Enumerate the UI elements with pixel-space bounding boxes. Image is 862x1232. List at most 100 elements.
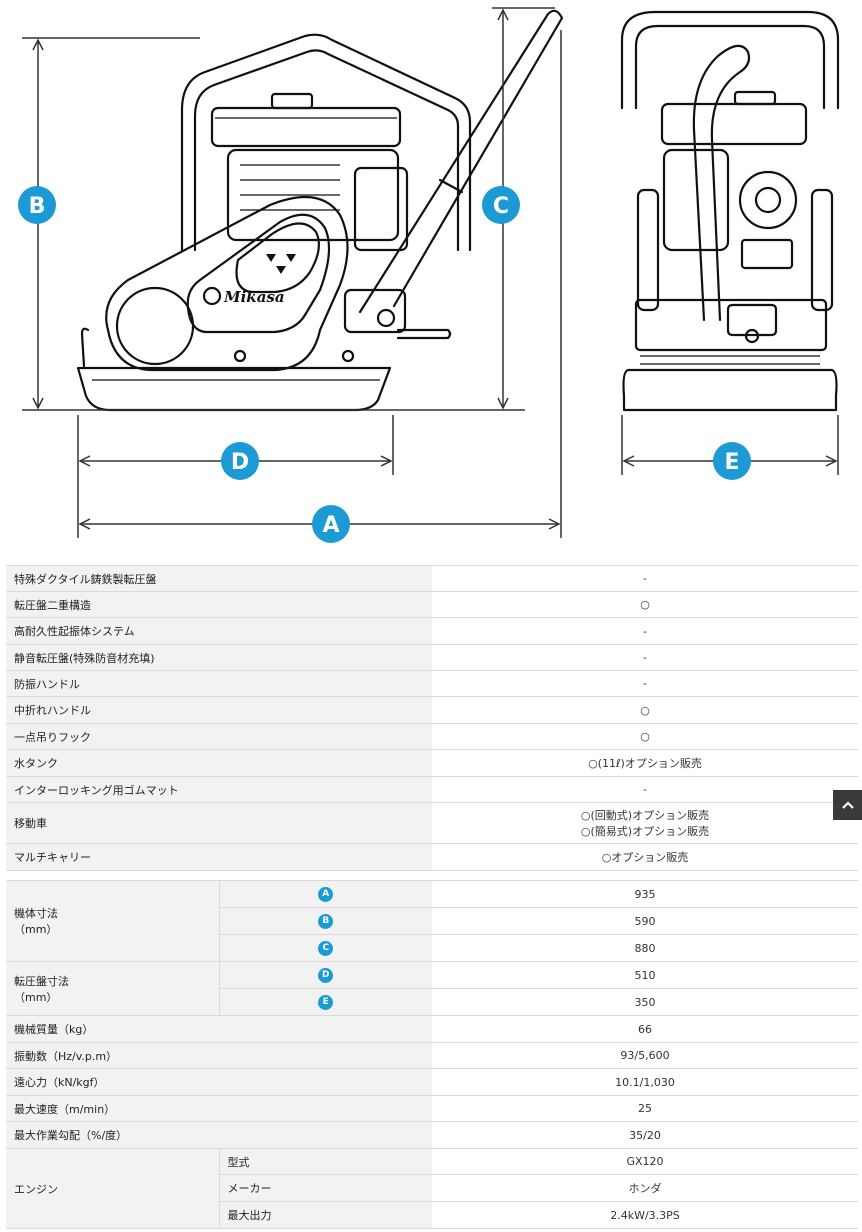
table-row: C 880 [6,934,858,962]
table-row: 一点吊りフック ○ [6,723,858,750]
feature-value: ○(11ℓ)オプション販売 [432,749,858,777]
engine-spec-label: メーカー [218,1174,432,1202]
table-row: 防振ハンドル - [6,670,858,697]
table-row: 特殊ダクタイル鋳鉄製転圧盤 - [6,565,858,592]
spec-label: 遠心力（kN/kgf） [6,1068,432,1096]
table-row: 高耐久性起振体システム - [6,617,858,645]
feature-value: - [432,776,858,803]
specifications-table: 機体寸法 （mm） A 935 B 590 C 880 転圧盤寸法 （mm） D… [6,880,858,1229]
feature-label: 防振ハンドル [6,670,432,697]
feature-label: 高耐久性起振体システム [6,617,432,645]
table-row: 遠心力（kN/kgf） 10.1/1,030 [6,1068,858,1096]
dimension-key: D [218,961,432,989]
dimension-key: A [218,880,432,908]
engine-spec-label: 最大出力 [218,1201,432,1229]
side-view-compactor: Mikasa [76,9,564,412]
dimension-value: 880 [432,934,858,962]
engine-spec-value: ホンダ [432,1174,858,1202]
feature-label: 中折れハンドル [6,696,432,724]
badge-d: D [318,968,334,983]
chevron-up-icon [841,801,854,809]
feature-value: ○(回動式)オプション販売 ○(簡易式)オプション販売 [432,802,858,844]
dimension-diagram: Mikasa [18,7,840,543]
table-row: 水タンク ○(11ℓ)オプション販売 [6,749,858,777]
scroll-to-top-button[interactable] [833,790,862,820]
feature-label: インターロッキング用ゴムマット [6,776,432,803]
table-row: 移動車 ○(回動式)オプション販売 ○(簡易式)オプション販売 [6,802,858,844]
badge-a: A [318,887,334,902]
svg-text:D: D [231,450,249,475]
label-line: 転圧盤寸法 [14,974,69,988]
spec-value: 66 [432,1015,858,1043]
dimension-value: 350 [432,988,858,1016]
engine-label: エンジン [6,1148,219,1229]
spec-label: 機械質量（kg） [6,1015,432,1043]
badge-c: C [318,941,334,956]
table-row: マルチキャリー ○オプション販売 [6,843,858,871]
feature-value-line: ○(簡易式)オプション販売 [580,825,710,838]
engine-spec-value: GX120 [432,1148,858,1175]
feature-value: - [432,644,858,671]
feature-label: 静音転圧盤(特殊防音材充填) [6,644,432,671]
table-row: 中折れハンドル ○ [6,696,858,724]
feature-value: ○オプション販売 [432,843,858,871]
dimension-badge-e: E [713,442,751,480]
feature-label: マルチキャリー [6,843,432,871]
table-row: B 590 [6,907,858,935]
svg-text:B: B [29,194,46,219]
dimension-value: 510 [432,961,858,989]
engine-spec-label: 型式 [218,1148,432,1175]
feature-value: ○ [432,591,858,618]
spec-value: 93/5,600 [432,1042,858,1069]
label-line: （mm） [14,923,58,936]
dimension-key: E [218,988,432,1016]
dimension-badge-a: A [312,505,350,543]
dimension-value: 935 [432,880,858,908]
table-row: 最大作業勾配（%/度） 35/20 [6,1121,858,1149]
badge-e: E [318,995,334,1010]
plate-dimensions-label: 転圧盤寸法 （mm） [6,961,219,1016]
feature-label: 転圧盤二重構造 [6,591,432,618]
spec-label: 振動数（Hz/v.p.m） [6,1042,432,1069]
engine-spec-value: 2.4kW/3.3PS [432,1201,858,1229]
table-row: E 350 [6,988,858,1016]
features-table: 特殊ダクタイル鋳鉄製転圧盤 - 転圧盤二重構造 ○ 高耐久性起振体システム - … [6,565,858,871]
feature-value-line: ○(回動式)オプション販売 [580,809,710,822]
dimension-key: C [218,934,432,962]
feature-label: 移動車 [6,802,432,844]
spec-value: 35/20 [432,1121,858,1149]
table-row: エンジン 型式 GX120 [6,1148,858,1229]
dimension-badge-b: B [18,186,56,224]
label-line: （mm） [14,990,58,1004]
feature-value: ○ [432,723,858,750]
feature-value: - [432,617,858,645]
feature-label: 一点吊りフック [6,723,432,750]
svg-text:A: A [322,513,339,538]
front-view-compactor [620,10,840,412]
table-row: 機械質量（kg） 66 [6,1015,858,1043]
table-row: メーカー ホンダ [6,1174,858,1202]
feature-value: ○ [432,696,858,724]
table-row: 転圧盤二重構造 ○ [6,591,858,618]
brand-logo: Mikasa [223,288,285,306]
feature-value: - [432,565,858,592]
spec-value: 25 [432,1095,858,1122]
dimension-value: 590 [432,907,858,935]
table-row: 転圧盤寸法 （mm） D 510 [6,961,858,1016]
spec-label: 最大作業勾配（%/度） [6,1121,432,1149]
table-row: 最大速度（m/min） 25 [6,1095,858,1122]
feature-label: 特殊ダクタイル鋳鉄製転圧盤 [6,565,432,592]
table-row: インターロッキング用ゴムマット - [6,776,858,803]
table-row: 振動数（Hz/v.p.m） 93/5,600 [6,1042,858,1069]
feature-value: - [432,670,858,697]
table-row: 静音転圧盤(特殊防音材充填) - [6,644,858,671]
svg-text:C: C [493,194,509,219]
table-row: 機体寸法 （mm） A 935 [6,880,858,962]
body-dimensions-label: 機体寸法 （mm） [6,880,219,962]
spec-value: 10.1/1,030 [432,1068,858,1096]
svg-text:E: E [724,450,739,475]
label-line: 機体寸法 [14,907,58,920]
feature-label: 水タンク [6,749,432,777]
dimension-key: B [218,907,432,935]
dimension-badge-c: C [482,186,520,224]
